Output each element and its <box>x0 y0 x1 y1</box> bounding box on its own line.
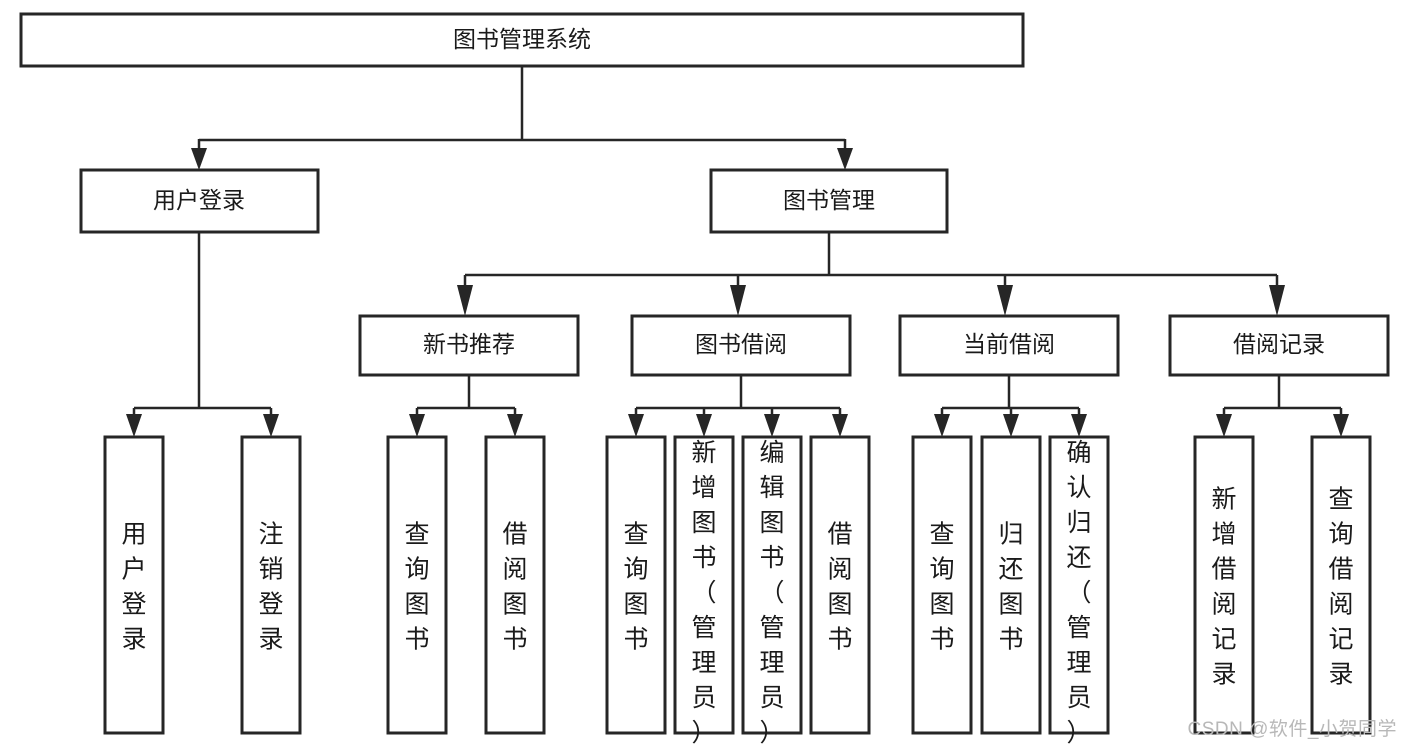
leaf-box-query-book-nbr[interactable] <box>386 435 448 735</box>
leaf-nodes <box>103 435 1372 735</box>
arrow-head-user-login <box>191 148 207 170</box>
watermark-text: CSDN @软件_小贺同学 <box>1187 719 1397 740</box>
arrow-head-cb-leaf-3 <box>1071 414 1087 437</box>
node-new-book-recommend[interactable]: 新书推荐 <box>358 314 580 377</box>
connector-book-borrow-to-leaves <box>628 375 848 437</box>
leaf-label: 确认归还（管理员） <box>1066 439 1091 747</box>
node-root-box[interactable] <box>19 12 1025 68</box>
node-root[interactable]: 图书管理系统 <box>19 12 1025 68</box>
connector-root-to-level2 <box>191 66 853 170</box>
node-new-book-recommend-label: 新书推荐 <box>423 331 515 357</box>
arrow-head-leaf-logout <box>263 414 279 437</box>
leaf-label: 用户登录 <box>121 520 146 653</box>
node-current-borrow-label: 当前借阅 <box>963 331 1055 357</box>
connector-borrow-record-to-leaves <box>1216 375 1349 437</box>
arrow-head-br-leaf-2 <box>1333 414 1349 437</box>
leaf-label: 借阅图书 <box>502 520 527 653</box>
arrow-head-current-borrow <box>997 285 1013 316</box>
node-user-login-box[interactable] <box>79 168 320 234</box>
node-book-management-box[interactable] <box>709 168 949 234</box>
leaf-label: 编辑图书（管理员） <box>759 439 784 747</box>
arrow-head-bb-leaf-1 <box>628 414 644 437</box>
node-book-borrow-box[interactable] <box>630 314 852 377</box>
node-book-management-label: 图书管理 <box>783 187 875 213</box>
leaf-label: 查询图书 <box>404 520 429 653</box>
node-borrow-record[interactable]: 借阅记录 <box>1168 314 1390 377</box>
leaf-label: 借阅图书 <box>827 520 852 653</box>
leaf-box-user-login[interactable] <box>103 435 165 735</box>
connector-current-borrow-to-leaves <box>934 375 1087 437</box>
leaf-box-return-book[interactable] <box>980 435 1042 735</box>
leaf-label: 查询借阅记录 <box>1328 485 1353 688</box>
node-book-management[interactable]: 图书管理 <box>709 168 949 234</box>
leaf-box-confirm-return-admin[interactable] <box>1048 435 1110 735</box>
node-book-borrow-label: 图书借阅 <box>695 331 787 357</box>
node-book-borrow[interactable]: 图书借阅 <box>630 314 852 377</box>
node-borrow-record-box[interactable] <box>1168 314 1390 377</box>
arrow-head-cb-leaf-2 <box>1003 414 1019 437</box>
node-user-login[interactable]: 用户登录 <box>79 168 320 234</box>
node-root-label: 图书管理系统 <box>453 26 591 52</box>
arrow-head-book-borrow <box>730 285 746 316</box>
arrow-head-leaf-user-login <box>126 414 142 437</box>
node-new-book-recommend-box[interactable] <box>358 314 580 377</box>
node-current-borrow[interactable]: 当前借阅 <box>898 314 1120 377</box>
leaf-label: 查询图书 <box>929 520 954 653</box>
arrow-head-bb-leaf-3 <box>764 414 780 437</box>
connector-book-manage-to-level3 <box>457 232 1285 316</box>
leaf-box-query-book-bb[interactable] <box>605 435 667 735</box>
arrow-head-bb-leaf-2 <box>696 414 712 437</box>
node-current-borrow-box[interactable] <box>898 314 1120 377</box>
connector-new-book-rec-to-leaves <box>409 375 523 437</box>
leaf-box-logout[interactable] <box>240 435 302 735</box>
arrow-head-book-manage <box>837 148 853 170</box>
arrow-head-nbr-leaf-1 <box>409 414 425 437</box>
arrow-head-br-leaf-1 <box>1216 414 1232 437</box>
leaf-labels-group: 用户登录 注销登录 查询图书 借阅图书 查询图书 新增图书（管理员） 编辑图书（管理员） 借阅… <box>121 439 1353 747</box>
leaf-box-query-borrow-record[interactable] <box>1310 435 1372 735</box>
node-user-login-label: 用户登录 <box>153 187 245 213</box>
leaf-box-add-book-admin[interactable] <box>673 435 735 735</box>
arrow-head-new-book-rec <box>457 285 473 316</box>
leaf-box-edit-book-admin[interactable] <box>741 435 803 735</box>
leaf-label: 注销登录 <box>258 520 283 653</box>
leaf-box-add-borrow-record[interactable] <box>1193 435 1255 735</box>
leaf-box-borrow-book-bb[interactable] <box>809 435 871 735</box>
node-borrow-record-label: 借阅记录 <box>1233 331 1325 357</box>
arrow-head-nbr-leaf-2 <box>507 414 523 437</box>
leaf-box-query-book-cb[interactable] <box>911 435 973 735</box>
leaf-label: 新增图书（管理员） <box>691 439 716 747</box>
leaf-label: 归还图书 <box>998 520 1023 653</box>
arrow-head-cb-leaf-1 <box>934 414 950 437</box>
leaf-box-borrow-book-nbr[interactable] <box>484 435 546 735</box>
leaf-label: 新增借阅记录 <box>1211 485 1236 688</box>
arrow-head-borrow-record <box>1269 285 1285 316</box>
leaf-label: 查询图书 <box>623 520 648 653</box>
connector-user-login-to-leaves <box>126 232 279 437</box>
arrow-head-bb-leaf-4 <box>832 414 848 437</box>
